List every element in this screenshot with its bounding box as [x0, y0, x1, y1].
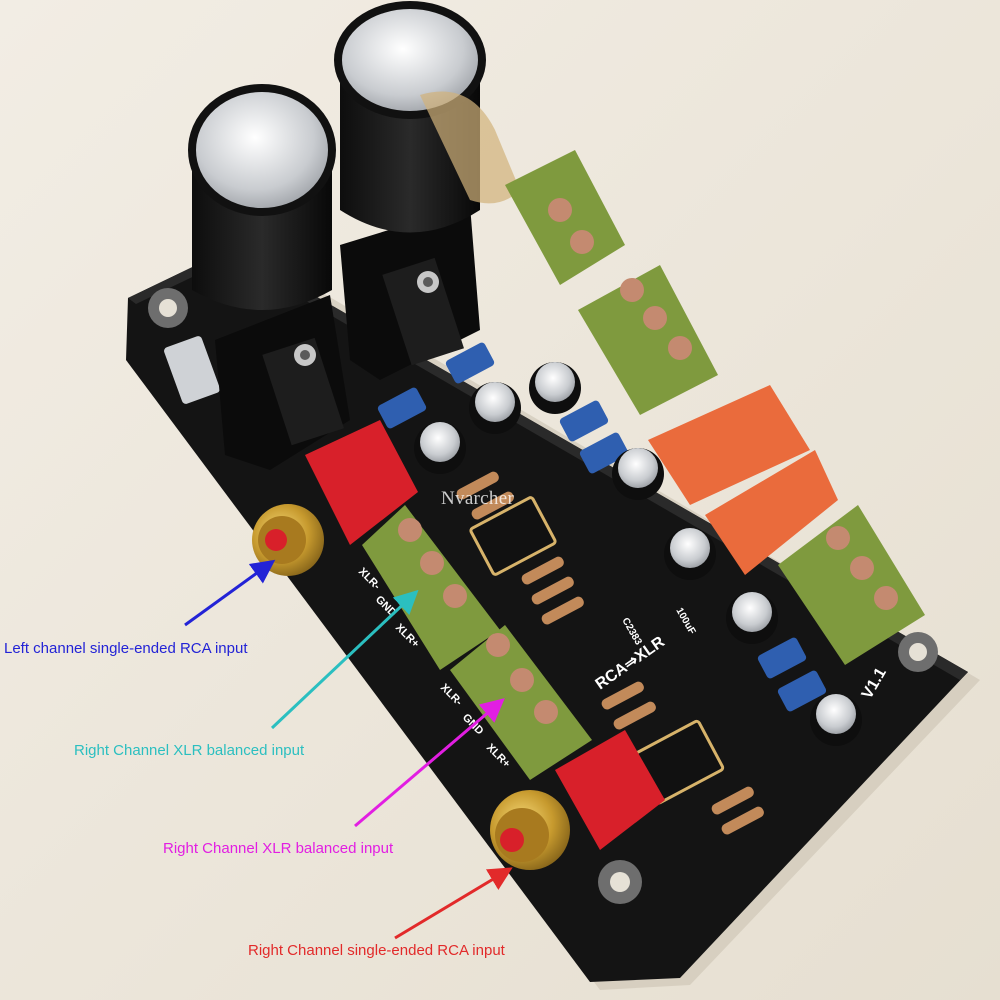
small-capacitor [414, 362, 862, 746]
watermark: Nvarcher [441, 488, 515, 509]
annotation-xlr-2: Right Channel XLR balanced input [163, 840, 394, 857]
terminal-block [505, 150, 625, 285]
relay [705, 450, 838, 575]
terminal-block-input-2 [450, 625, 592, 780]
mounting-hole [598, 860, 642, 904]
slide-switch [164, 336, 220, 404]
heatsink [215, 205, 480, 470]
resistor [456, 471, 764, 835]
annotation-right-rca: Right Channel single-ended RCA input [248, 942, 505, 959]
mounting-hole [148, 288, 188, 328]
arrow-blue [184, 559, 276, 627]
opamp-chip [469, 496, 725, 805]
arrow-magenta [354, 698, 505, 828]
large-capacitor [188, 84, 336, 310]
terminal-block-input-1 [362, 505, 500, 670]
terminal-block [578, 265, 718, 415]
relay [648, 385, 810, 505]
annotation-left-rca: Left channel single-ended RCA input [4, 640, 248, 657]
film-capacitor [377, 342, 827, 712]
rca-jack-right [490, 730, 665, 870]
large-capacitor [334, 1, 520, 233]
rca-jack-left [252, 420, 418, 576]
annotation-xlr-1: Right Channel XLR balanced input [74, 742, 305, 759]
terminal-block [778, 505, 925, 665]
arrow-red [394, 867, 513, 940]
mounting-hole [898, 632, 938, 672]
arrow-cyan [270, 589, 419, 730]
